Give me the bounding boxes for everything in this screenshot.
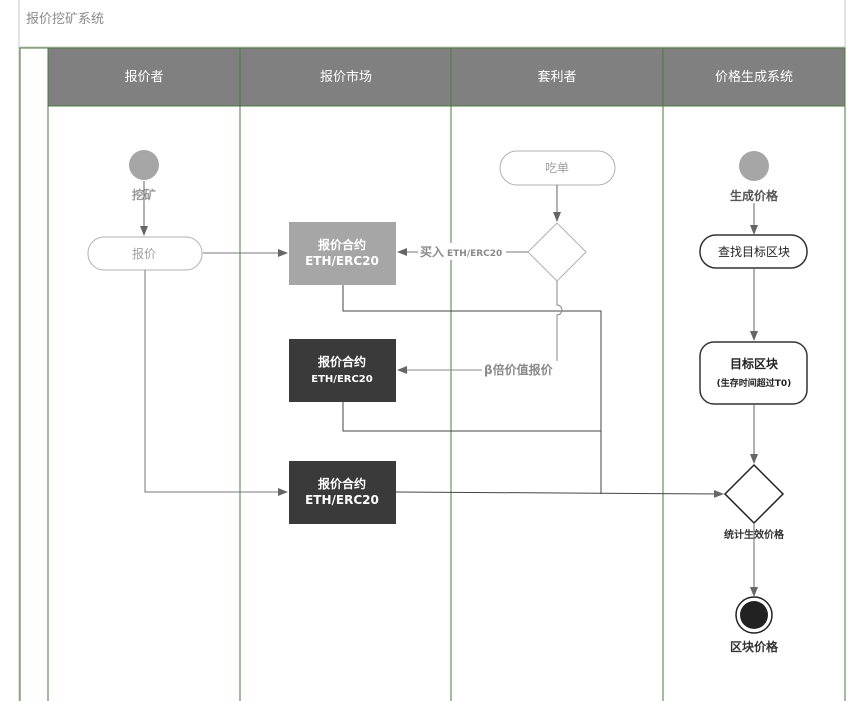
flow-line	[342, 402, 601, 432]
contract-3-line1: 报价合约	[318, 476, 366, 491]
contract-node-2	[289, 339, 396, 402]
lane-header-price-system: 价格生成系统	[715, 69, 793, 85]
target-block-label: 目标区块	[730, 356, 779, 371]
lane-header-bar	[47, 47, 846, 107]
lane-header-market: 报价市场	[320, 69, 372, 85]
contract-2-line2: ETH/ERC20	[311, 374, 373, 385]
contract-2-line1: 报价合约	[318, 354, 366, 369]
contract-1-line1: 报价合约	[318, 237, 366, 252]
flow-arrow	[395, 489, 724, 498]
find-block-label: 查找目标区块	[718, 245, 790, 259]
end-node	[740, 601, 768, 629]
contract-node-1	[289, 222, 396, 285]
flow-line	[342, 285, 602, 494]
buy-token-label: ETH/ERC20	[447, 249, 502, 259]
flow-arrow	[144, 270, 288, 496]
start-node-generate	[739, 151, 769, 181]
lane-header-arbitrageur: 套利者	[537, 69, 576, 85]
label-backdrop	[418, 243, 506, 260]
contract-3-line2: ETH/ERC20	[305, 493, 379, 507]
start-node-mining	[129, 150, 159, 180]
buy-label: 买入	[420, 245, 444, 259]
generate-price-label: 生成价格	[730, 188, 779, 203]
target-block-note: (生存时间超过T0)	[717, 377, 792, 389]
flow-arrow	[397, 281, 563, 374]
label-backdrop	[482, 361, 560, 378]
block-price-label: 区块价格	[730, 639, 779, 654]
quote-label: 报价	[132, 246, 156, 261]
lane-header-quoter: 报价者	[124, 70, 163, 85]
target-block-node	[699, 341, 808, 405]
contract-node-3	[289, 461, 396, 524]
eat-order-label: 吃单	[545, 161, 569, 175]
contract-1-line2: ETH/ERC20	[305, 254, 379, 268]
beta-quote-label: β倍价值报价	[484, 362, 554, 377]
diagram-title: 报价挖矿系统	[26, 12, 104, 27]
